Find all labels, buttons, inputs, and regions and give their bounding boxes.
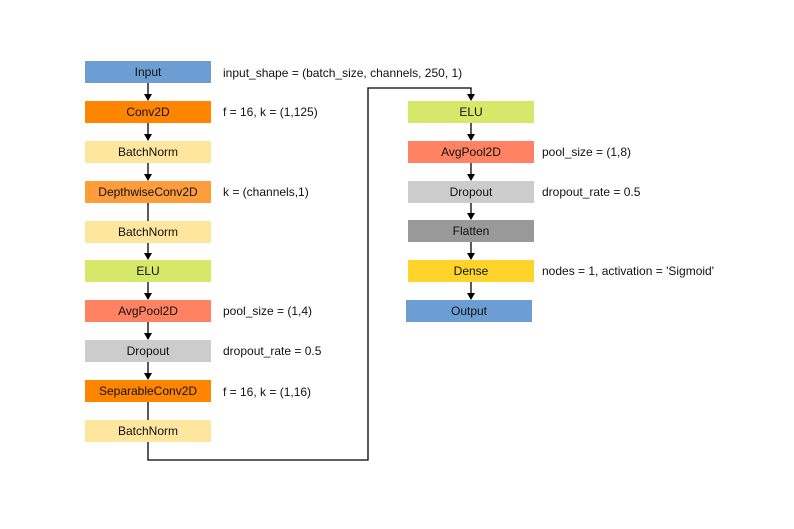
conv2d-block: Conv2D: [85, 101, 211, 123]
dropout-block-2: Dropout: [408, 181, 534, 203]
depthwise-conv2d-block: DepthwiseConv2D: [85, 181, 211, 203]
separable-conv2d-block: SeparableConv2D: [85, 380, 211, 402]
dropout-label-2: Dropout: [449, 185, 493, 199]
elu-label-2: ELU: [459, 105, 483, 119]
batchnorm-label-1: BatchNorm: [117, 145, 179, 159]
separable-params-annotation: f = 16, k = (1,16): [223, 385, 312, 399]
dense-label: Dense: [453, 264, 489, 278]
dense-params-annotation: nodes = 1, activation = 'Sigmoid': [542, 264, 715, 278]
flatten-block: Flatten: [408, 220, 534, 242]
input-block: Input: [85, 61, 211, 83]
connector-batchnorm-to-elu: [147, 87, 475, 461]
conv2d-label: Conv2D: [126, 105, 170, 119]
avgpool1-params-annotation: pool_size = (1,4): [223, 304, 313, 318]
conv2d-params-annotation: f = 16, k = (1,125): [223, 105, 318, 119]
dropout2-params-annotation: dropout_rate = 0.5: [542, 185, 641, 199]
elu-label-1: ELU: [136, 264, 160, 278]
depthwise-params-annotation: k = (channels,1): [223, 185, 309, 199]
avgpool2d-block-1: AvgPool2D: [85, 300, 211, 322]
avgpool2d-label-1: AvgPool2D: [118, 304, 178, 318]
batchnorm-label-3: BatchNorm: [117, 424, 179, 438]
dropout-label-1: Dropout: [126, 344, 170, 358]
depthwise-conv2d-label: DepthwiseConv2D: [98, 185, 198, 199]
input-shape-annotation: input_shape = (batch_size, channels, 250…: [223, 66, 463, 80]
flatten-label: Flatten: [452, 224, 490, 238]
avgpool2d-label-2: AvgPool2D: [441, 145, 501, 159]
elu-block-1: ELU: [85, 260, 211, 282]
batchnorm-block-2: BatchNorm: [85, 221, 211, 243]
output-label: Output: [450, 304, 488, 318]
avgpool2-params-annotation: pool_size = (1,8): [542, 145, 632, 159]
elu-block-2: ELU: [408, 101, 534, 123]
dropout-block-1: Dropout: [85, 340, 211, 362]
batchnorm-block-1: BatchNorm: [85, 141, 211, 163]
avgpool2d-block-2: AvgPool2D: [408, 141, 534, 163]
output-block: Output: [406, 300, 532, 322]
separable-conv2d-label: SeparableConv2D: [98, 384, 198, 398]
dense-block: Dense: [408, 260, 534, 282]
batchnorm-block-3: BatchNorm: [85, 420, 211, 442]
batchnorm-label-2: BatchNorm: [117, 225, 179, 239]
dropout1-params-annotation: dropout_rate = 0.5: [223, 344, 322, 358]
input-label: Input: [134, 65, 162, 79]
